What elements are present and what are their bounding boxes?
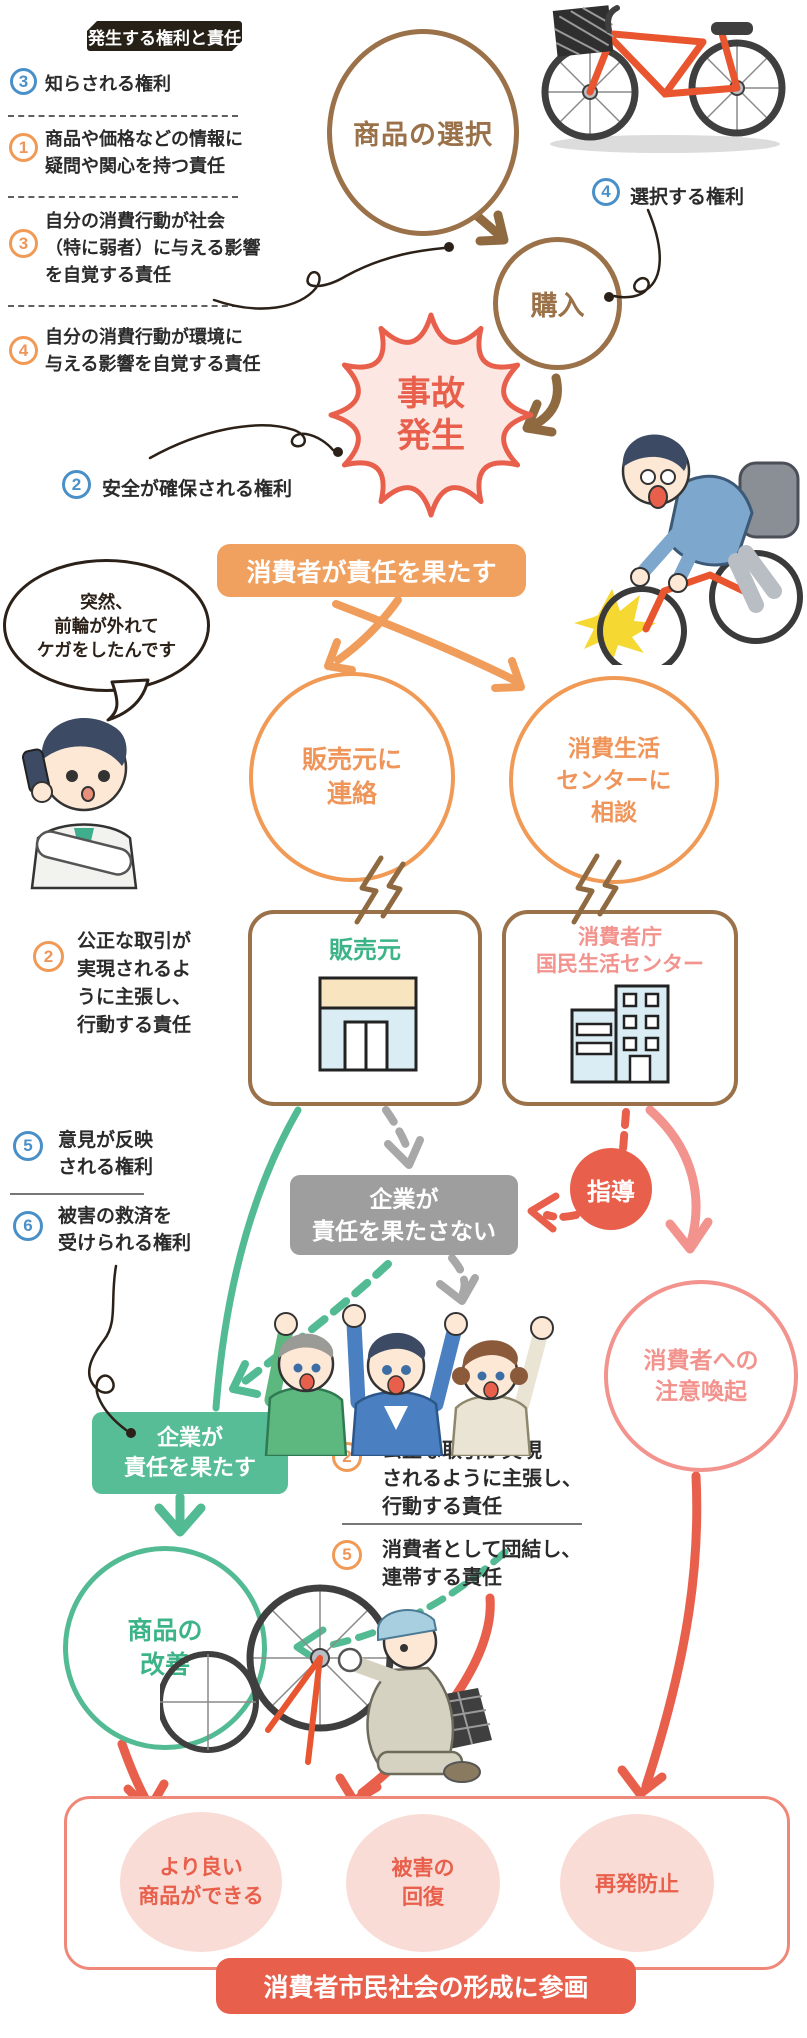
responsibility-number-badge: 1 — [9, 133, 38, 162]
injured-caller-illustration — [21, 718, 138, 890]
arrow-banner-to-seller-circle — [324, 596, 402, 674]
right-number-badge: 6 — [13, 1211, 43, 1241]
agency-label: 消費者庁 国民生活センター — [536, 926, 704, 976]
crash-boy-illustration — [574, 434, 803, 665]
bicycle-illustration — [541, 5, 786, 153]
accident-label: 事故 発生 — [397, 375, 465, 455]
arrow-seller-to-fail — [382, 1106, 424, 1169]
squiggle-to-accident — [148, 424, 343, 460]
legend-item-question-info: 商品や価格などの情報に 疑問や関心を持つ責任 — [45, 129, 243, 176]
outcome-recurrence-prevention: 再発防止 — [560, 1814, 714, 1952]
guidance-circle: 指導 — [570, 1148, 652, 1230]
store-icon — [318, 976, 418, 1072]
responsibility-fair-trade-label: 公正な取引が 実現されるよ うに主張し、 行動する責任 — [77, 931, 192, 1036]
responsibility-number-badge: 3 — [9, 229, 38, 258]
responsibility-number-badge: 4 — [9, 336, 38, 365]
arrow-agency-to-alert — [645, 1105, 713, 1254]
legend-divider — [8, 305, 238, 307]
rights-divider — [10, 1193, 144, 1195]
government-building-icon — [570, 984, 670, 1084]
mechanic-illustration — [160, 1584, 492, 1783]
seller-label: 販売元 — [329, 937, 401, 964]
arrow-alert-to-outcomes — [617, 1471, 702, 1799]
legend-item-informed: 知らされる権利 — [45, 74, 171, 94]
outcome-better-products: より良い 商品ができる — [120, 1812, 282, 1952]
responsibility-number-badge: 2 — [33, 941, 64, 972]
accident-burst: 事故 発生 — [324, 308, 538, 522]
agency-box: 消費者庁 国民生活センター — [502, 910, 738, 1106]
step-consult-center: 消費生活 センターに 相談 — [509, 676, 719, 884]
banner-company-fails: 企業が 責任を果たさない — [290, 1175, 518, 1255]
legend-title: 発生する権利と責任 — [87, 21, 242, 51]
step-product-improvement: 商品の 改善 — [63, 1546, 267, 1750]
legend-item-social-impact: 自分の消費行動が社会 （特に弱者）に与える影響 を自覚する責任 — [45, 211, 261, 285]
banner-company-fulfills: 企業が 責任を果たす — [92, 1412, 288, 1494]
responsibility-number-badge: 5 — [332, 1540, 362, 1570]
right-number-badge: 4 — [592, 178, 620, 206]
right-redress-label: 被害の救済を 受けられる権利 — [58, 1206, 192, 1254]
protesting-consumers-illustration — [264, 1304, 554, 1456]
right-to-safety-label: 安全が確保される権利 — [102, 479, 293, 500]
seller-box: 販売元 — [248, 910, 482, 1106]
starburst-shape — [328, 312, 534, 518]
legend-divider — [8, 115, 238, 117]
legend-divider — [8, 196, 238, 198]
responsibility-divider — [342, 1523, 582, 1525]
banner-consumer-fulfills: 消費者が責任を果たす — [217, 544, 526, 597]
right-number-badge: 2 — [62, 470, 91, 499]
alert-circle: 消費者への 注意喚起 — [604, 1280, 798, 1472]
banner-participation: 消費者市民社会の形成に参画 — [216, 1958, 636, 2014]
arrow-fulfill-to-improve — [154, 1492, 206, 1537]
speech-bubble: 突然、 前輪が外れて ケガをしたんです — [3, 559, 210, 692]
right-number-badge: 3 — [10, 68, 37, 95]
responsibility-unite-label: 消費者として団結し、 連帯する責任 — [382, 1539, 582, 1589]
legend-item-env-impact: 自分の消費行動が環境に 与える影響を自覚する責任 — [45, 327, 261, 374]
outcome-damage-recovery: 被害の 回復 — [346, 1814, 500, 1952]
right-to-choose-label: 選択する権利 — [630, 187, 745, 208]
right-number-badge: 5 — [13, 1131, 43, 1161]
step-contact-seller: 販売元に 連絡 — [249, 672, 455, 882]
step-purchase: 購入 — [493, 237, 622, 370]
right-opinion-label: 意見が反映 される権利 — [58, 1130, 154, 1178]
step-product-selection: 商品の選択 — [327, 29, 519, 236]
